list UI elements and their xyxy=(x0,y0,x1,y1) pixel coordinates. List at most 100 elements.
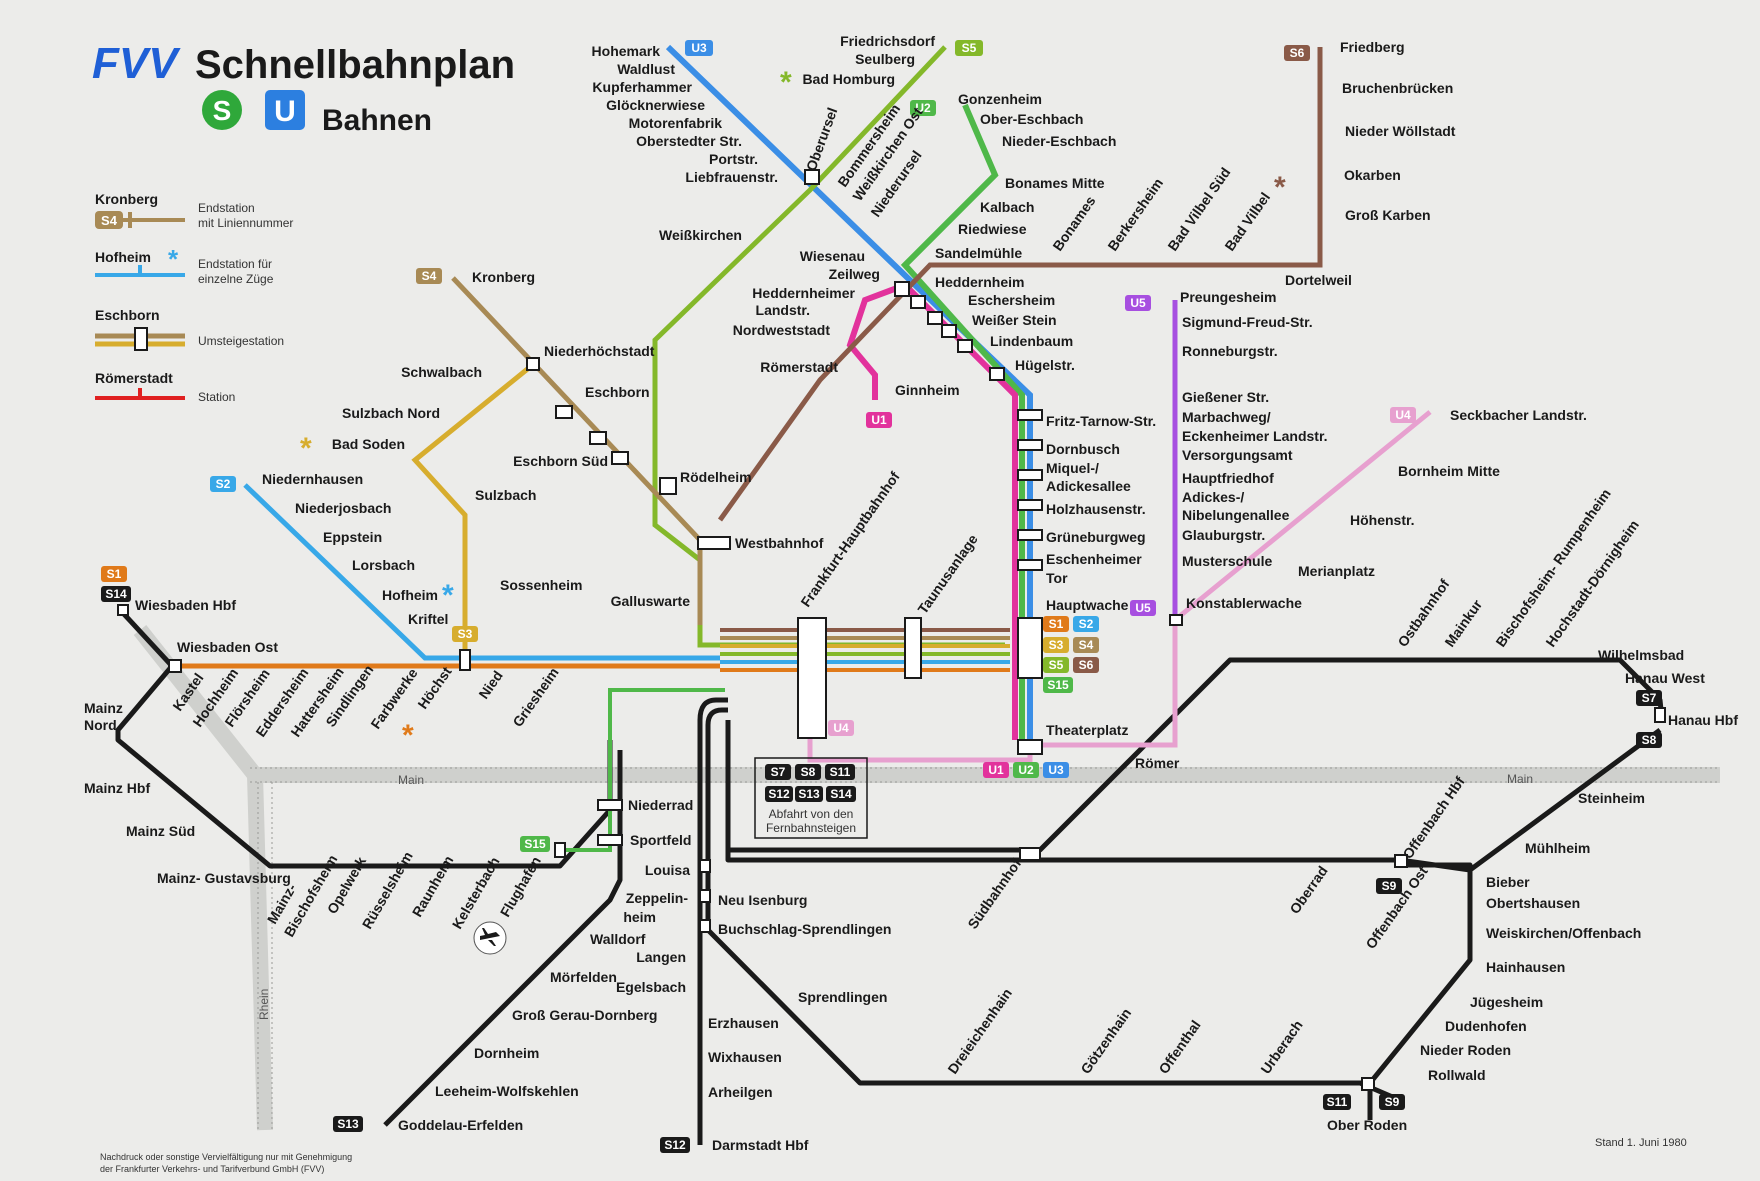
stn-bad-soden: Bad Soden xyxy=(332,436,405,452)
stn-weisskirchen: Weißkirchen xyxy=(659,227,742,243)
stn-liebfrauenstr: Liebfrauenstr. xyxy=(685,169,778,185)
badge-s12-end: S12 xyxy=(664,1138,686,1152)
far-badge-s7: S7 xyxy=(771,765,786,779)
stn-sprendlingen: Sprendlingen xyxy=(798,989,887,1005)
asterisk-icon-hochst: * xyxy=(402,719,414,752)
river-main-label-east: Main xyxy=(1507,772,1533,786)
legend-endstation-some-name: Hofheim xyxy=(95,249,151,265)
stn-neu-isenburg: Neu Isenburg xyxy=(718,892,807,908)
badge-s5-top: S5 xyxy=(962,41,977,55)
badge-u5-mid: U5 xyxy=(1135,601,1151,615)
far-badge-s8: S8 xyxy=(801,765,816,779)
badge-s7-end: S7 xyxy=(1642,691,1657,705)
stn-egelsbach: Egelsbach xyxy=(616,979,686,995)
far-badge-s14: S14 xyxy=(830,787,852,801)
stn-morfelden: Mörfelden xyxy=(550,969,617,985)
legend-endstation-text1: Endstation xyxy=(198,201,255,215)
stn-obertshausen: Obertshausen xyxy=(1486,895,1580,911)
stn-langen: Langen xyxy=(636,949,686,965)
stn-gonzenheim: Gonzenheim xyxy=(958,91,1042,107)
badge-s3-end: S3 xyxy=(458,627,473,641)
hw-badge-s6: S6 xyxy=(1079,658,1094,672)
line-s6 xyxy=(717,47,1323,522)
stn-weisser-stein: Weißer Stein xyxy=(972,312,1057,328)
stn-gross-gerau: Groß Gerau-Dornberg xyxy=(512,1007,657,1023)
stn-flughafen: Flughafen xyxy=(497,854,544,920)
stn-mainz-nord-2: Nord xyxy=(84,717,117,733)
stn-hainhausen: Hainhausen xyxy=(1486,959,1565,975)
stn-offenbach-hbf: Offenbach Hbf xyxy=(1399,773,1468,861)
stn-hochst: Höchst xyxy=(414,663,455,711)
u-logo-letter: U xyxy=(274,95,296,128)
stn-eschenheimer-1: Eschenheimer xyxy=(1046,551,1142,567)
stn-sigmund-freud: Sigmund-Freud-Str. xyxy=(1182,314,1313,330)
stn-fritz-tarnow: Fritz-Tarnow-Str. xyxy=(1046,413,1156,429)
badge-s2-top: S2 xyxy=(216,477,231,491)
asterisk-icon-bad-homburg: * xyxy=(780,66,792,99)
line-s13 xyxy=(383,750,623,1127)
stn-nieder-roden: Nieder Roden xyxy=(1420,1042,1511,1058)
stn-hochstadt: Hochstadt-Dörnigheim xyxy=(1542,517,1642,650)
stn-louisa: Louisa xyxy=(645,862,690,878)
far-badge-s12: S12 xyxy=(768,787,790,801)
stn-dudenhofen: Dudenhofen xyxy=(1445,1018,1527,1034)
stn-ginnheim: Ginnheim xyxy=(895,382,960,398)
badge-s13-end: S13 xyxy=(337,1117,359,1131)
stn-bornheim-mitte: Bornheim Mitte xyxy=(1398,463,1500,479)
badge-s9-ober: S9 xyxy=(1385,1095,1400,1109)
badge-u3-top: U3 xyxy=(691,41,707,55)
s-bahn-logo-icon xyxy=(202,90,242,130)
stn-marbachweg: Marbachweg/ xyxy=(1182,409,1271,425)
stn-eschborn: Eschborn xyxy=(585,384,650,400)
legend: Kronberg S4 Endstation mit Liniennummer … xyxy=(95,191,293,404)
stn-wiesbaden-ost: Wiesbaden Ost xyxy=(177,639,278,655)
stn-ronneburgstr: Ronneburgstr. xyxy=(1182,343,1278,359)
stn-urberach: Urberach xyxy=(1257,1017,1305,1077)
stn-holzhausenstr: Holzhausenstr. xyxy=(1046,501,1146,517)
stn-mainz-gustavsburg: Mainz- Gustavsburg xyxy=(157,870,291,886)
legend-endstation-some-text1: Endstation für xyxy=(198,257,272,271)
stn-sossenheim: Sossenheim xyxy=(500,577,582,593)
far-badge-s11: S11 xyxy=(830,765,851,779)
stn-eppstein: Eppstein xyxy=(323,529,382,545)
line-u4 xyxy=(807,410,1432,763)
stn-romerstadt: Römerstadt xyxy=(760,359,838,375)
badge-u4-mid: U4 xyxy=(833,721,849,735)
river-rhein-label: Rhein xyxy=(257,989,271,1020)
theater-badge-u1: U1 xyxy=(988,763,1004,777)
hw-badge-s15: S15 xyxy=(1047,678,1069,692)
legend-endstation-name: Kronberg xyxy=(95,191,158,207)
stn-zeppelinheim-1: Zeppelin- xyxy=(626,890,689,906)
stn-ober-eschbach: Ober-Eschbach xyxy=(980,111,1083,127)
hauptwache-badges: S1 S2 S3 S4 S5 S6 S15 U1 U2 U3 xyxy=(983,616,1099,778)
stn-berkersheim: Berkersheim xyxy=(1104,175,1166,254)
stn-kriftel: Kriftel xyxy=(408,611,448,627)
stn-lindenbaum: Lindenbaum xyxy=(990,333,1073,349)
stn-wilhelmsbad: Wilhelmsbad xyxy=(1598,647,1684,663)
stn-griesheim: Griesheim xyxy=(509,664,561,729)
stn-glocknerwiese: Glöcknerwiese xyxy=(606,97,705,113)
badge-u5-top: U5 xyxy=(1130,296,1146,310)
stn-zeppelinheim-2: heim xyxy=(623,909,656,925)
stn-giessener: Gießener Str. xyxy=(1182,389,1269,405)
stn-theaterplatz: Theaterplatz xyxy=(1046,722,1128,738)
stn-gruneburgweg: Grüneburgweg xyxy=(1046,529,1146,545)
long-distance-platform-box: S7 S8 S11 S12 S13 S14 Abfahrt von den Fe… xyxy=(754,757,868,839)
stn-schwalbach: Schwalbach xyxy=(401,364,482,380)
stn-bonames-mitte: Bonames Mitte xyxy=(1005,175,1105,191)
stn-sulzbach-nord: Sulzbach Nord xyxy=(342,405,440,421)
stn-riedwiese: Riedwiese xyxy=(958,221,1027,237)
stn-leeheim: Leeheim-Wolfskehlen xyxy=(435,1083,579,1099)
stn-taunusanlage: Taunusanlage xyxy=(914,531,981,617)
stn-merianplatz: Merianplatz xyxy=(1298,563,1375,579)
stn-miquel: Miquel-/ xyxy=(1046,460,1099,476)
stn-eschersheim: Eschersheim xyxy=(968,292,1055,308)
stn-niederjosbach: Niederjosbach xyxy=(295,500,391,516)
badge-s9-offb: S9 xyxy=(1382,879,1397,893)
badge-s4-top: S4 xyxy=(422,269,437,283)
legend-s4-badge-text: S4 xyxy=(101,213,118,228)
line-s3 xyxy=(411,365,532,650)
stn-adickesallee: Adickesallee xyxy=(1046,478,1131,494)
stn-dortelweil: Dortelweil xyxy=(1285,272,1352,288)
stn-okarben: Okarben xyxy=(1344,167,1401,183)
